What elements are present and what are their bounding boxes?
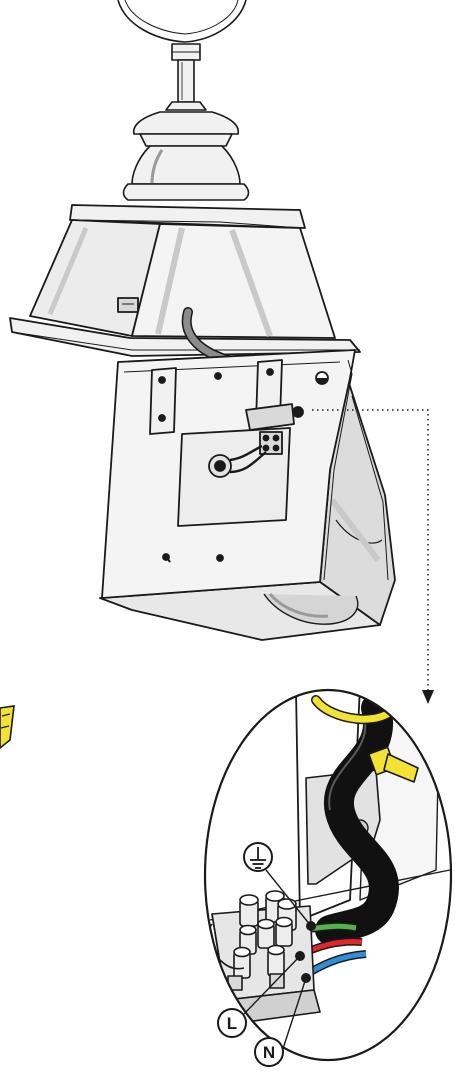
earth-callout	[243, 842, 273, 872]
detail-terminal-block	[205, 890, 321, 1023]
bracket-left	[149, 367, 177, 435]
live-label: L	[227, 1014, 237, 1033]
earth-ground-icon	[250, 847, 266, 869]
stem	[177, 59, 195, 103]
zoom-outline	[203, 688, 453, 1062]
neutral-callout: N	[254, 1037, 284, 1067]
black-cable	[315, 693, 399, 945]
lantern-roof	[9, 204, 361, 357]
live-callout: L	[217, 1008, 247, 1038]
lantern-top-fitting	[117, 0, 250, 201]
roof-front-panel	[131, 223, 336, 339]
finial	[165, 101, 207, 111]
globe-bottom	[117, 0, 247, 43]
neutral-label: N	[263, 1043, 275, 1062]
terminal-block-small	[259, 431, 283, 455]
roof-latch	[117, 297, 139, 313]
leader-arrowhead	[422, 690, 434, 704]
lamp-socket	[208, 444, 267, 478]
lantern-body	[99, 349, 396, 641]
wiring-detail-zoom	[203, 688, 453, 1062]
detail-leader-line	[312, 409, 429, 690]
